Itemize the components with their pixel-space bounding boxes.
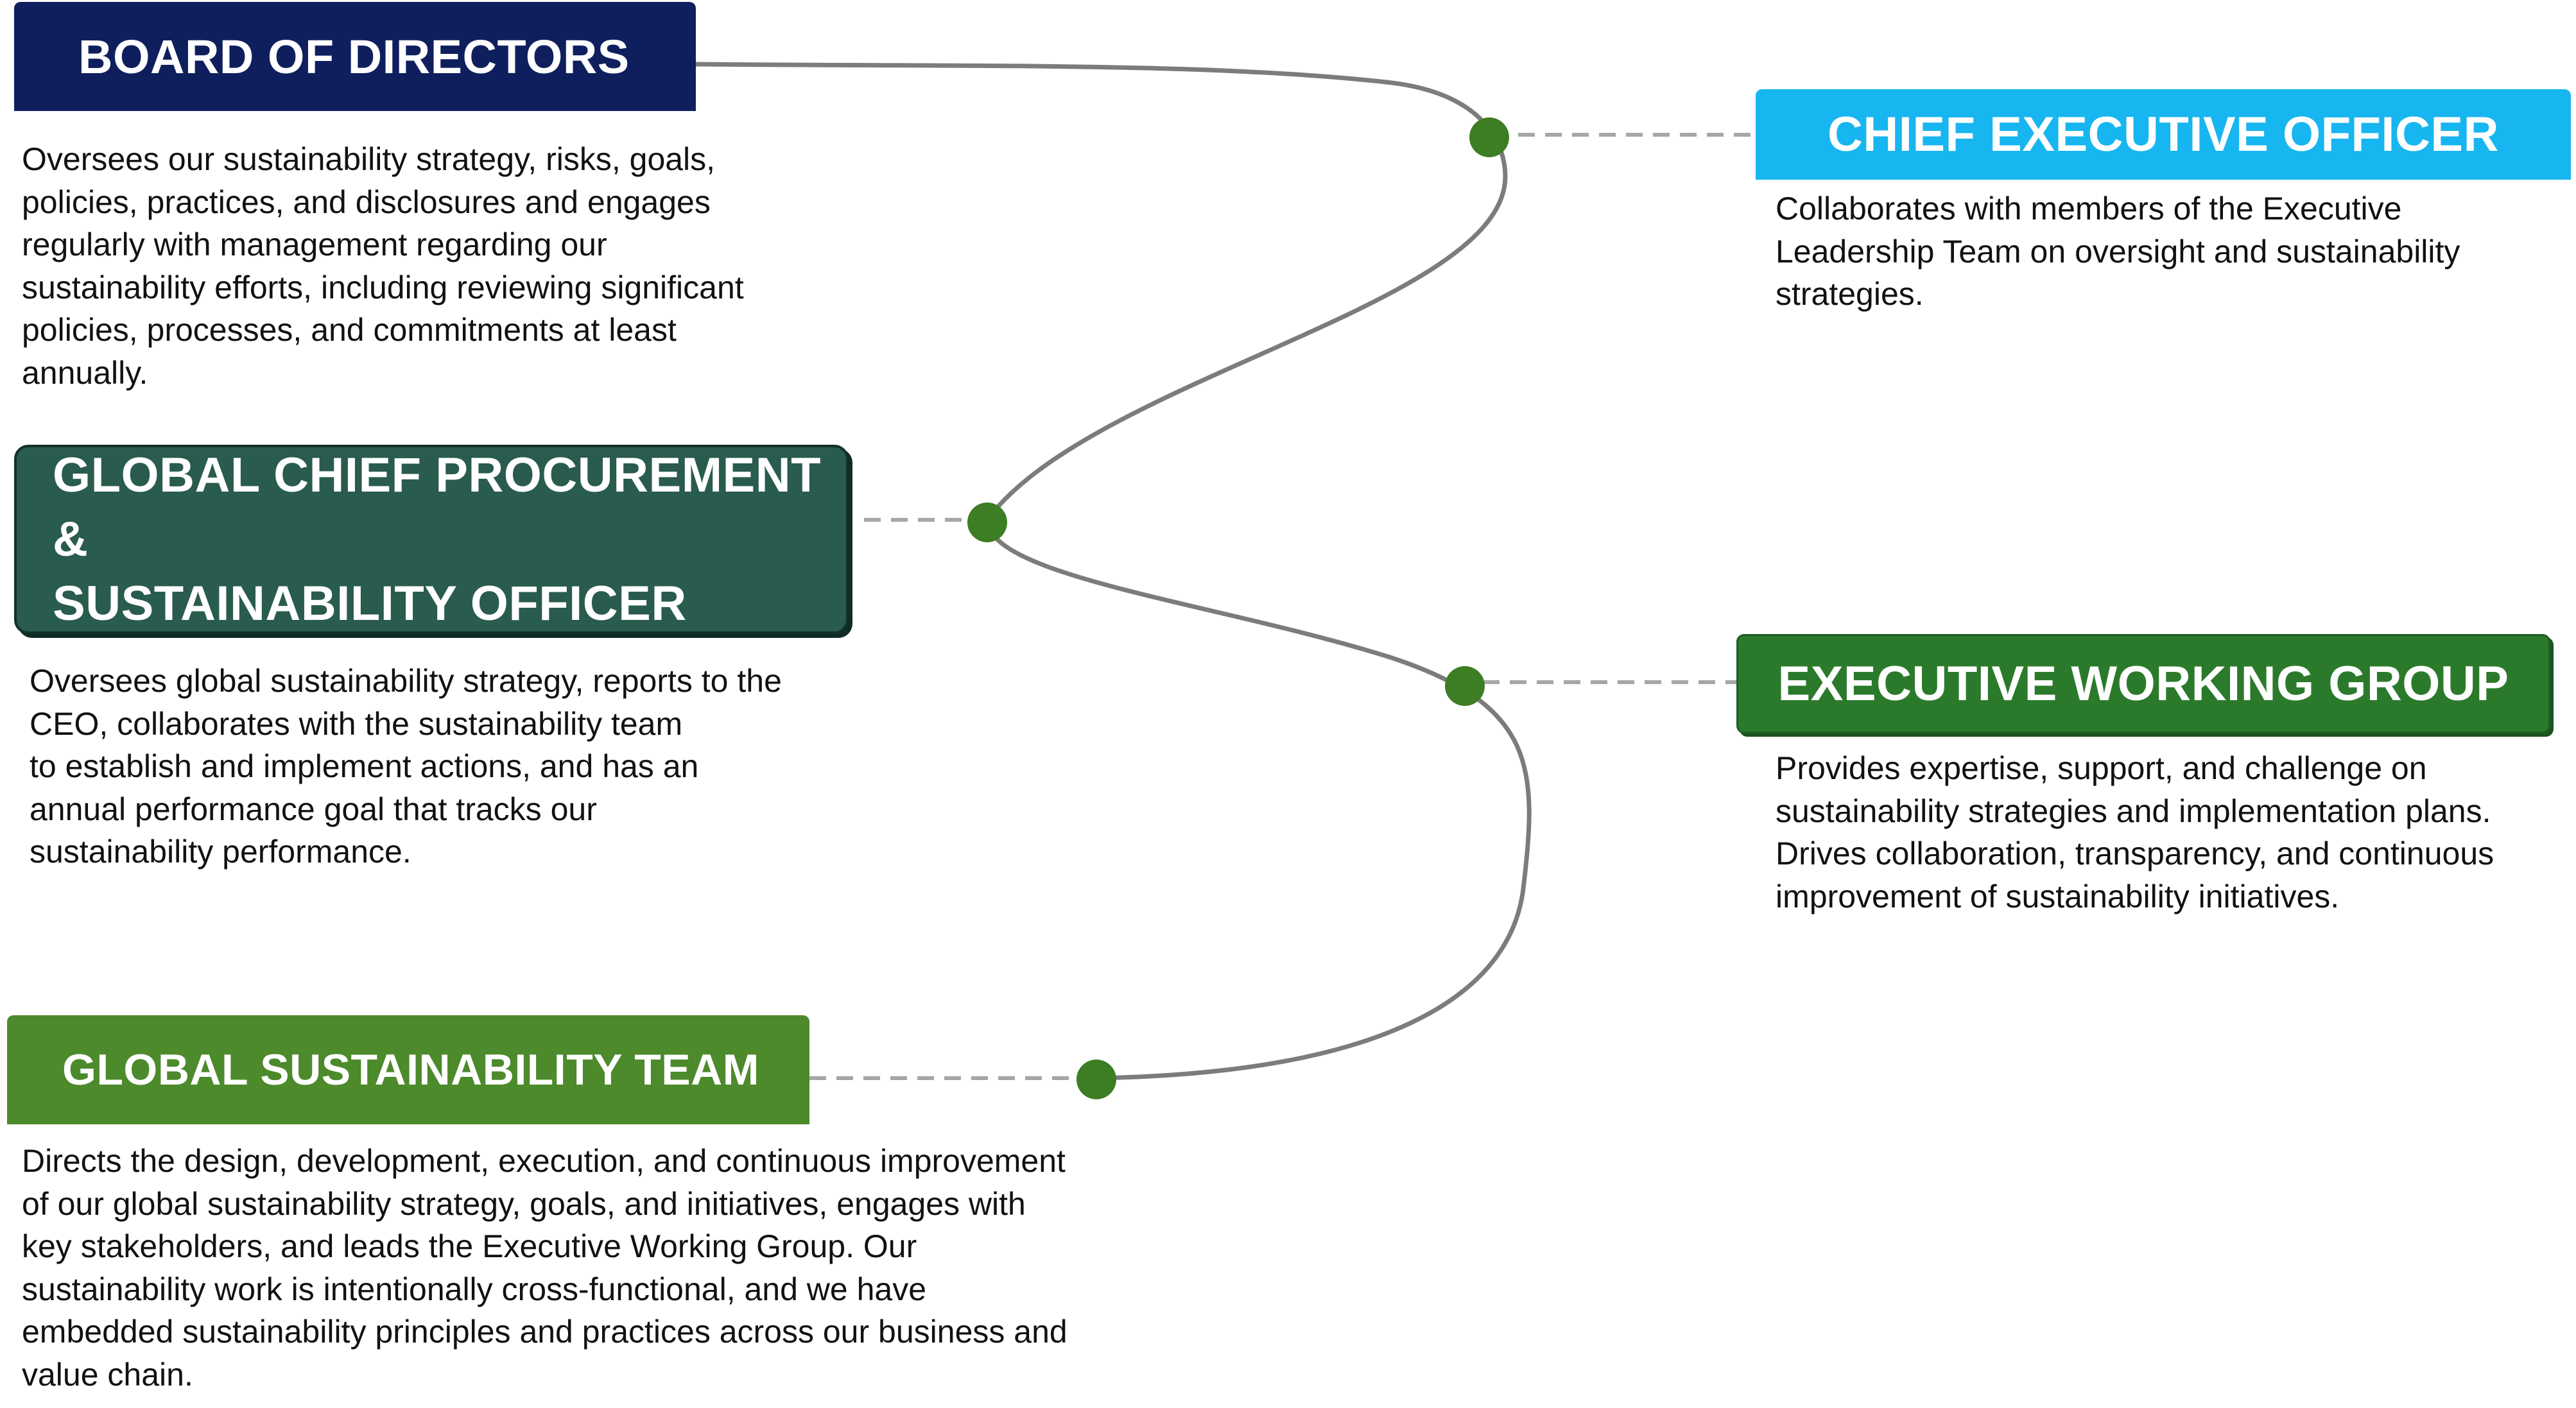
chief-executive-officer-header: CHIEF EXECUTIVE OFFICER bbox=[1756, 89, 2571, 180]
executive-working-group-title: EXECUTIVE WORKING GROUP bbox=[1777, 657, 2509, 711]
board-of-directors-description: Oversees our sustainability strategy, ri… bbox=[22, 141, 744, 391]
board-of-directors-title: BOARD OF DIRECTORS bbox=[78, 30, 630, 83]
global-sustainability-team-header: GLOBAL SUSTAINABILITY TEAM bbox=[7, 1015, 809, 1124]
node-dot-gcpo bbox=[967, 502, 1007, 542]
chief-executive-officer-title: CHIEF EXECUTIVE OFFICER bbox=[1827, 107, 2500, 162]
executive-working-group-description: Provides expertise, support, and challen… bbox=[1776, 750, 2494, 914]
global-cpso-description: Oversees global sustainability strategy,… bbox=[30, 663, 782, 870]
executive-working-group-header: EXECUTIVE WORKING GROUP bbox=[1736, 634, 2550, 734]
global-cpso-title: GLOBAL CHIEF PROCUREMENT & SUSTAINABILIT… bbox=[53, 443, 833, 636]
global-sustainability-team-description: Directs the design, development, executi… bbox=[22, 1143, 1068, 1393]
global-cpso-header: GLOBAL CHIEF PROCUREMENT & SUSTAINABILIT… bbox=[14, 445, 849, 634]
node-dot-ewg bbox=[1445, 666, 1485, 706]
chief-executive-officer-description: Collaborates with members of the Executi… bbox=[1776, 191, 2460, 312]
global-sustainability-team-title: GLOBAL SUSTAINABILITY TEAM bbox=[62, 1045, 759, 1094]
node-dot-gst bbox=[1076, 1060, 1116, 1099]
global-cpso-title-line-2: SUSTAINABILITY OFFICER bbox=[53, 576, 687, 631]
global-cpso-title-line-1: GLOBAL CHIEF PROCUREMENT & bbox=[53, 447, 822, 567]
board-of-directors-header: BOARD OF DIRECTORS bbox=[14, 2, 696, 111]
node-dot-ceo bbox=[1469, 117, 1509, 157]
